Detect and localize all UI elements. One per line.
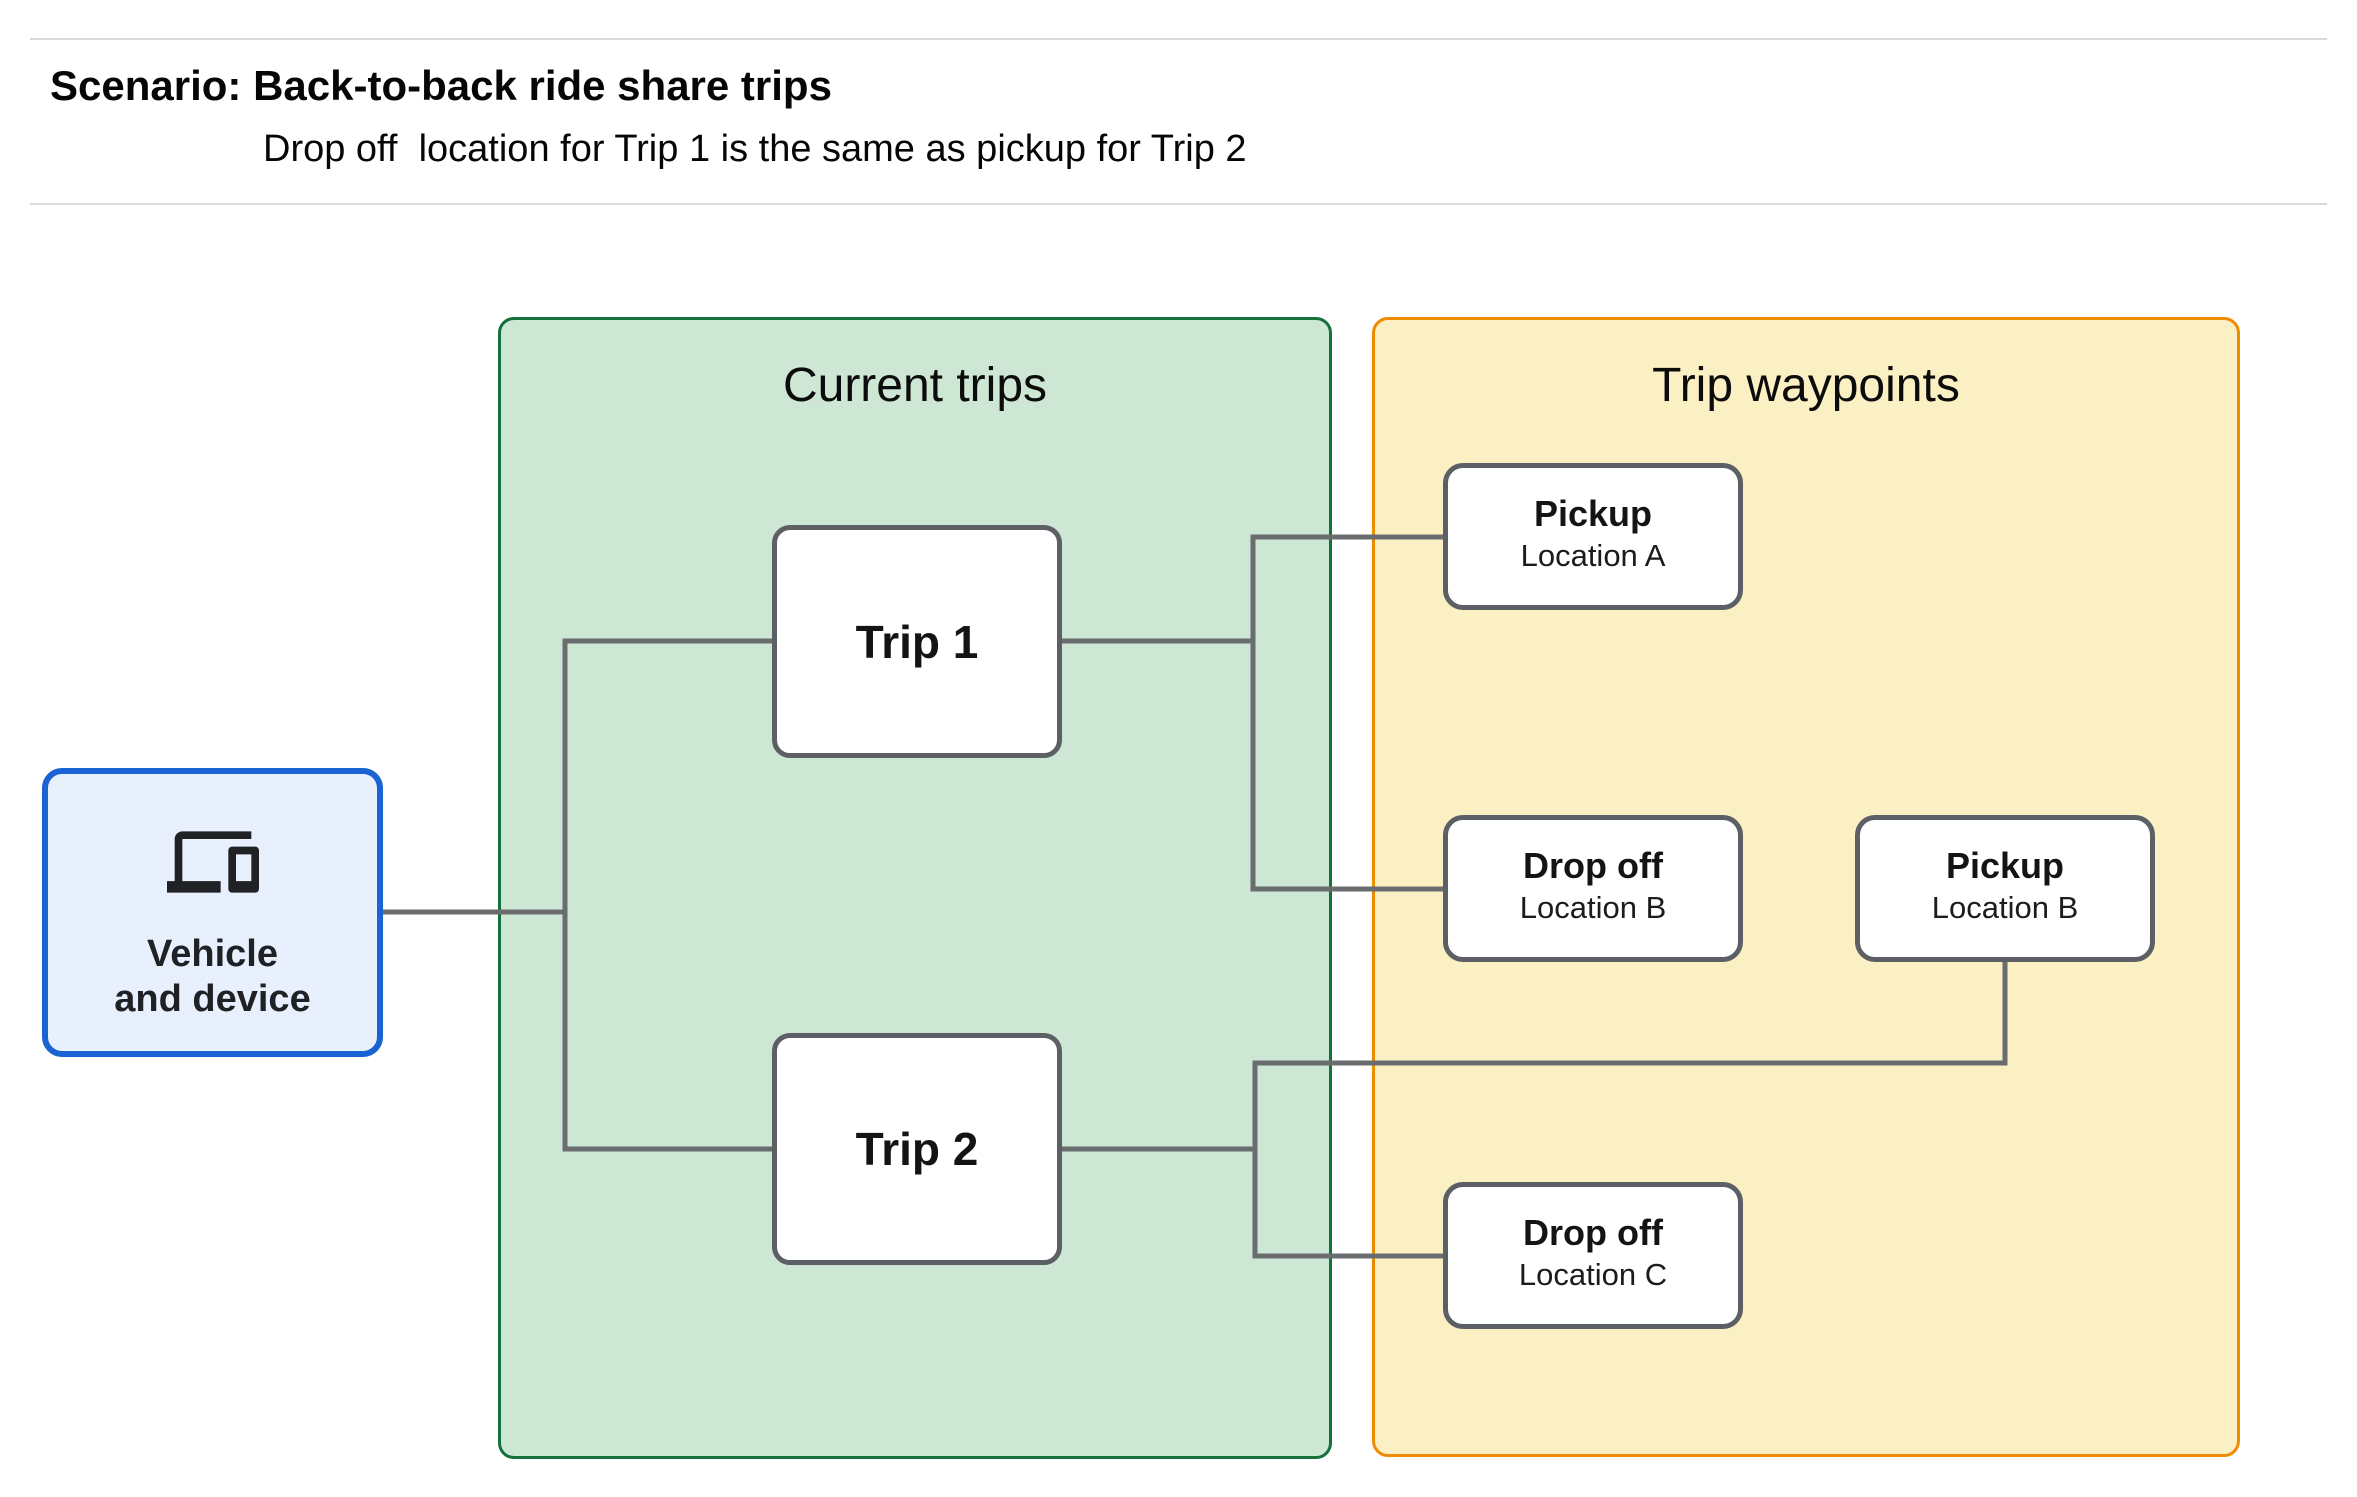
devices-icon	[166, 816, 259, 908]
waypoint-title: Pickup	[1945, 844, 2065, 886]
trip-1-node: Trip 1	[772, 525, 1062, 758]
panel-current-trips: Current trips	[498, 317, 1332, 1459]
trip-2-label: Trip 2	[855, 1123, 979, 1175]
scenario-title: Scenario: Back-to-back ride share trips	[50, 62, 832, 109]
waypoint-dropoff-location-b: Drop off Location B	[1443, 815, 1743, 962]
waypoint-subtitle: Location B	[1931, 889, 2079, 925]
panel-title-trip-waypoints: Trip waypoints	[1652, 359, 1960, 412]
waypoint-subtitle: Location C	[1518, 1256, 1668, 1292]
vehicle-label-line1: Vehicle	[147, 932, 278, 975]
trip-1-label: Trip 1	[855, 615, 979, 668]
scenario-subtitle: Drop off location for Trip 1 is the same…	[263, 128, 1247, 170]
waypoint-subtitle: Location A	[1520, 537, 1666, 573]
waypoint-title: Pickup	[1533, 492, 1653, 534]
waypoint-pickup-location-a: Pickup Location A	[1443, 463, 1743, 610]
divider-bottom	[30, 203, 2327, 205]
waypoint-title: Drop off	[1523, 1211, 1663, 1253]
vehicle-label-line2: and device	[114, 978, 311, 1021]
trip-2-node: Trip 2	[772, 1033, 1062, 1265]
divider-top	[30, 38, 2327, 40]
vehicle-node: Vehicle and device	[42, 768, 383, 1057]
waypoint-dropoff-location-c: Drop off Location C	[1443, 1182, 1743, 1329]
waypoint-pickup-location-b: Pickup Location B	[1855, 815, 2155, 962]
waypoint-subtitle: Location B	[1519, 889, 1667, 925]
waypoint-title: Drop off	[1523, 844, 1663, 886]
panel-title-current-trips: Current trips	[782, 359, 1048, 412]
